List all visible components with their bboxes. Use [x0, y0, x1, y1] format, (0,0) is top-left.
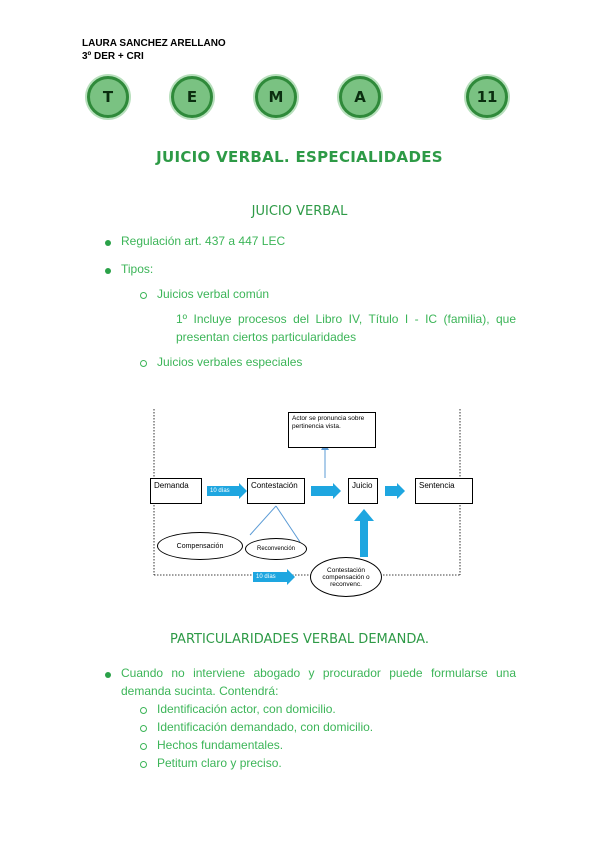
- sub-bullet-ring: [140, 743, 147, 750]
- tema-letter: A: [354, 88, 366, 106]
- bullet-dot: [105, 268, 111, 274]
- diagram-lines: [153, 409, 461, 576]
- tema-circle-e: E: [171, 76, 213, 118]
- oval-reconvencion: Reconvención: [245, 538, 307, 560]
- tema-letter: 11: [476, 88, 498, 106]
- sub-bullet-ring: [140, 707, 147, 714]
- arrow-head-icon: [287, 569, 295, 585]
- sub-bullet-ring: [140, 761, 147, 768]
- flow-diagram: Demanda Contestación Juicio Sentencia Ac…: [150, 405, 473, 597]
- arrow-contestacion-juicio: [311, 486, 333, 496]
- author-block: LAURA SANCHEZ ARELLANO 3º DER + CRI: [82, 37, 226, 63]
- tema-circle-11: 11: [466, 76, 508, 118]
- box-contestacion: Contestación: [247, 478, 305, 504]
- box-sentencia: Sentencia: [415, 478, 473, 504]
- box-actor-pronuncia: Actor se pronuncia sobre pertinencia vis…: [288, 412, 376, 448]
- arrow-head-icon: [397, 483, 405, 499]
- section-heading-juicio-verbal: JUICIO VERBAL: [251, 204, 348, 219]
- arrow-10-dias-bottom: 10 días: [253, 572, 290, 582]
- bullet-dot: [105, 240, 111, 246]
- arrow-10-dias-top: 10 días: [207, 486, 242, 496]
- note-procesos-libro-iv: 1º Incluye procesos del Libro IV, Título…: [176, 312, 516, 344]
- tema-circle-a: A: [339, 76, 381, 118]
- box-demanda: Demanda: [150, 478, 202, 504]
- bullet-demanda-sucinta: Cuando no interviene abogado y procurado…: [121, 666, 516, 698]
- arrow-head-icon: [333, 483, 341, 499]
- tema-letter: E: [186, 88, 198, 106]
- bullet-tipos: Tipos:: [121, 262, 154, 276]
- sub-bullet-ring: [140, 360, 147, 367]
- box-juicio: Juicio: [348, 478, 378, 504]
- tema-circle-m: M: [255, 76, 297, 118]
- bullet-dot: [105, 672, 111, 678]
- tema-letter: T: [102, 88, 114, 106]
- subitem-petitum: Petitum claro y preciso.: [157, 756, 282, 770]
- arrow-juicio-sentencia: [385, 486, 397, 496]
- arrow-up-icon: [354, 509, 374, 557]
- tema-circle-t: T: [87, 76, 129, 118]
- author-name: LAURA SANCHEZ ARELLANO: [82, 38, 226, 49]
- oval-compensacion: Compensación: [157, 532, 243, 560]
- subitem-hechos: Hechos fundamentales.: [157, 738, 284, 752]
- tema-letter: M: [268, 88, 284, 106]
- author-course: 3º DER + CRI: [82, 51, 144, 62]
- subitem-verbal-comun: Juicios verbal común: [157, 287, 270, 301]
- section-heading-particularidades: PARTICULARIDADES VERBAL DEMANDA.: [170, 632, 429, 647]
- subitem-identificacion-actor: Identificación actor, con domicilio.: [157, 702, 336, 716]
- bullet-regulacion: Regulación art. 437 a 447 LEC: [121, 234, 286, 248]
- subitem-verbales-especiales: Juicios verbales especiales: [157, 355, 303, 369]
- arrow-head-icon: [239, 483, 247, 499]
- subitem-identificacion-demandado: Identificación demandado, con domicilio.: [157, 720, 374, 734]
- sub-bullet-ring: [140, 725, 147, 732]
- sub-bullet-ring: [140, 292, 147, 299]
- oval-contestacion-compensacion: Contestación compensación o reconvenc.: [310, 557, 382, 597]
- page-title: JUICIO VERBAL. ESPECIALIDADES: [156, 148, 443, 166]
